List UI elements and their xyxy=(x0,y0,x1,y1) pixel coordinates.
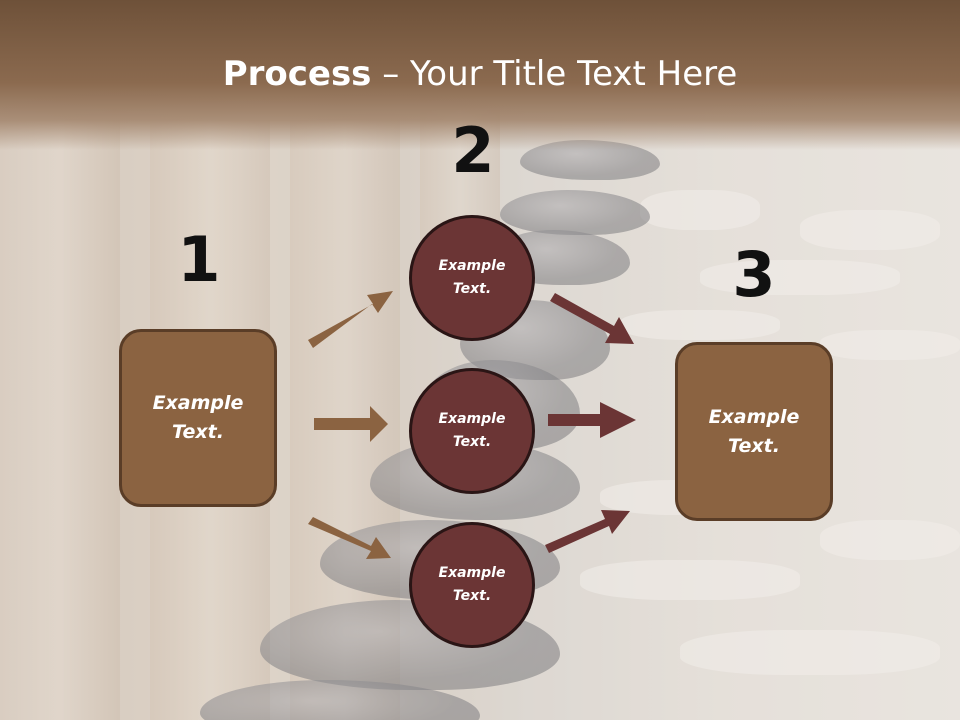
title-rest: – Your Title Text Here xyxy=(371,54,738,94)
arrow-mid-right xyxy=(548,402,636,438)
step-number-2: 2 xyxy=(451,114,495,187)
header-band xyxy=(0,0,960,150)
circle-step-top: Example Text. xyxy=(409,215,535,341)
circle-step-bottom-text: Example Text. xyxy=(438,565,506,604)
circle-step-middle: Example Text. xyxy=(409,368,535,494)
title-bold: Process xyxy=(222,54,372,94)
page-title: Process – Your Title Text Here xyxy=(0,52,960,96)
arrow-down-right xyxy=(545,510,630,553)
left-step-box: Example Text. xyxy=(119,329,277,507)
arrow-up-right xyxy=(550,293,634,344)
right-step-box: Example Text. xyxy=(675,342,833,521)
left-step-text: Example Text. xyxy=(152,392,244,443)
step-number-1: 1 xyxy=(177,223,221,296)
circle-step-middle-text: Example Text. xyxy=(438,411,506,450)
circle-step-top-text: Example Text. xyxy=(438,258,506,297)
circle-step-bottom: Example Text. xyxy=(409,522,535,648)
arrow-up-left xyxy=(308,291,393,348)
arrow-mid-left xyxy=(314,406,388,442)
step-number-3: 3 xyxy=(732,238,776,311)
arrow-down-left xyxy=(308,517,391,559)
right-step-text: Example Text. xyxy=(708,405,800,457)
